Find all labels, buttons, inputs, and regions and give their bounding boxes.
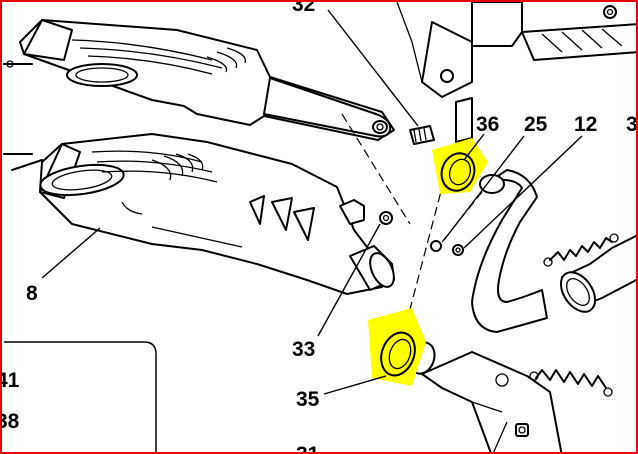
callout-12: 12 [574, 113, 598, 136]
callout-36: 36 [476, 113, 500, 136]
callout-8: 8 [26, 282, 38, 305]
callout-3: 3 [626, 113, 638, 136]
highlighted-gasket-36 [432, 138, 488, 194]
callout-31: 31 [296, 444, 319, 452]
highlighted-gasket-35 [368, 308, 426, 386]
callout-33: 33 [292, 338, 316, 361]
callout-41: 41 [2, 369, 20, 392]
callout-32: 32 [292, 0, 316, 16]
lower-silencer [3, 133, 395, 295]
callout-25: 25 [524, 113, 548, 136]
springs [495, 233, 619, 397]
callout-35: 35 [296, 388, 320, 411]
chassis-frame [396, 2, 636, 143]
leader-lines [41, 9, 583, 395]
exhaust-pipes [421, 169, 636, 452]
mounting-bracket [263, 77, 392, 138]
reference-box [4, 341, 157, 452]
small-hardware [379, 125, 505, 375]
callout-38: 38 [2, 410, 20, 433]
